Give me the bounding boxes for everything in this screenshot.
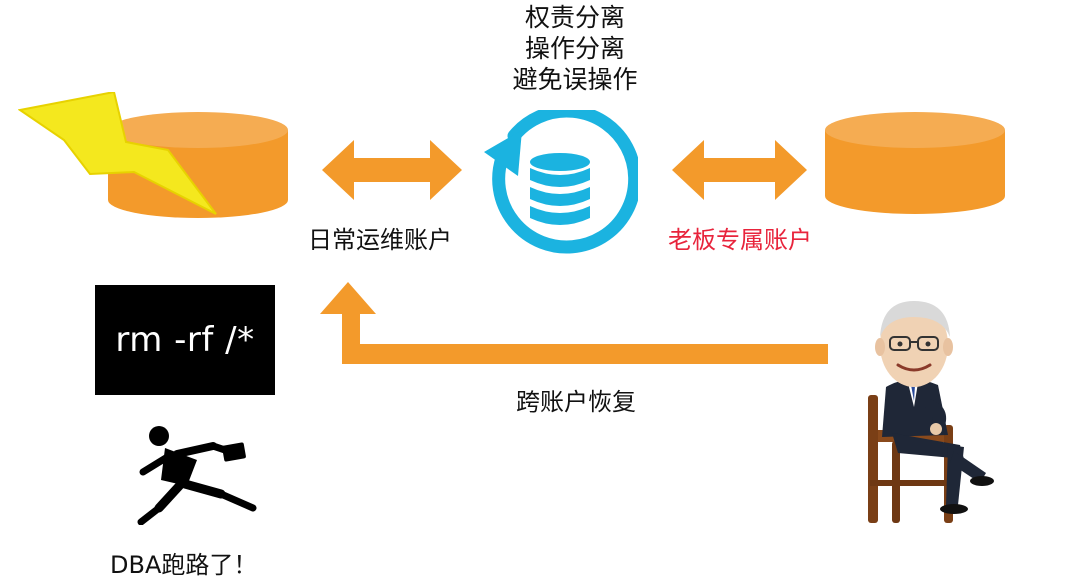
boss-account-label: 老板专属账户: [668, 226, 812, 254]
running-man-icon: [137, 426, 257, 525]
caption-dba-ran-away: DBA跑路了！: [110, 551, 258, 579]
top-line-3: 避免误操作: [512, 65, 638, 94]
command-terminal: rm -rf /*: [95, 285, 275, 395]
daily-ops-account-label: 日常运维账户: [308, 226, 452, 254]
lightning-bolt-icon: [18, 92, 217, 215]
database-refresh-icon: [484, 110, 638, 254]
left-double-arrow: [322, 140, 462, 200]
recovery-label: 跨账户恢复: [516, 388, 636, 416]
cross-account-recovery-arrow: [320, 282, 828, 364]
right-database-icon: [825, 112, 1005, 214]
top-line-2: 操作分离: [524, 34, 625, 63]
command-text: rm -rf /*: [115, 320, 255, 360]
right-double-arrow: [672, 140, 807, 200]
boss-seated-portrait: [868, 301, 994, 523]
top-text-block: 权责分离 操作分离 避免误操作: [490, 2, 660, 95]
top-line-1: 权责分离: [524, 3, 625, 32]
